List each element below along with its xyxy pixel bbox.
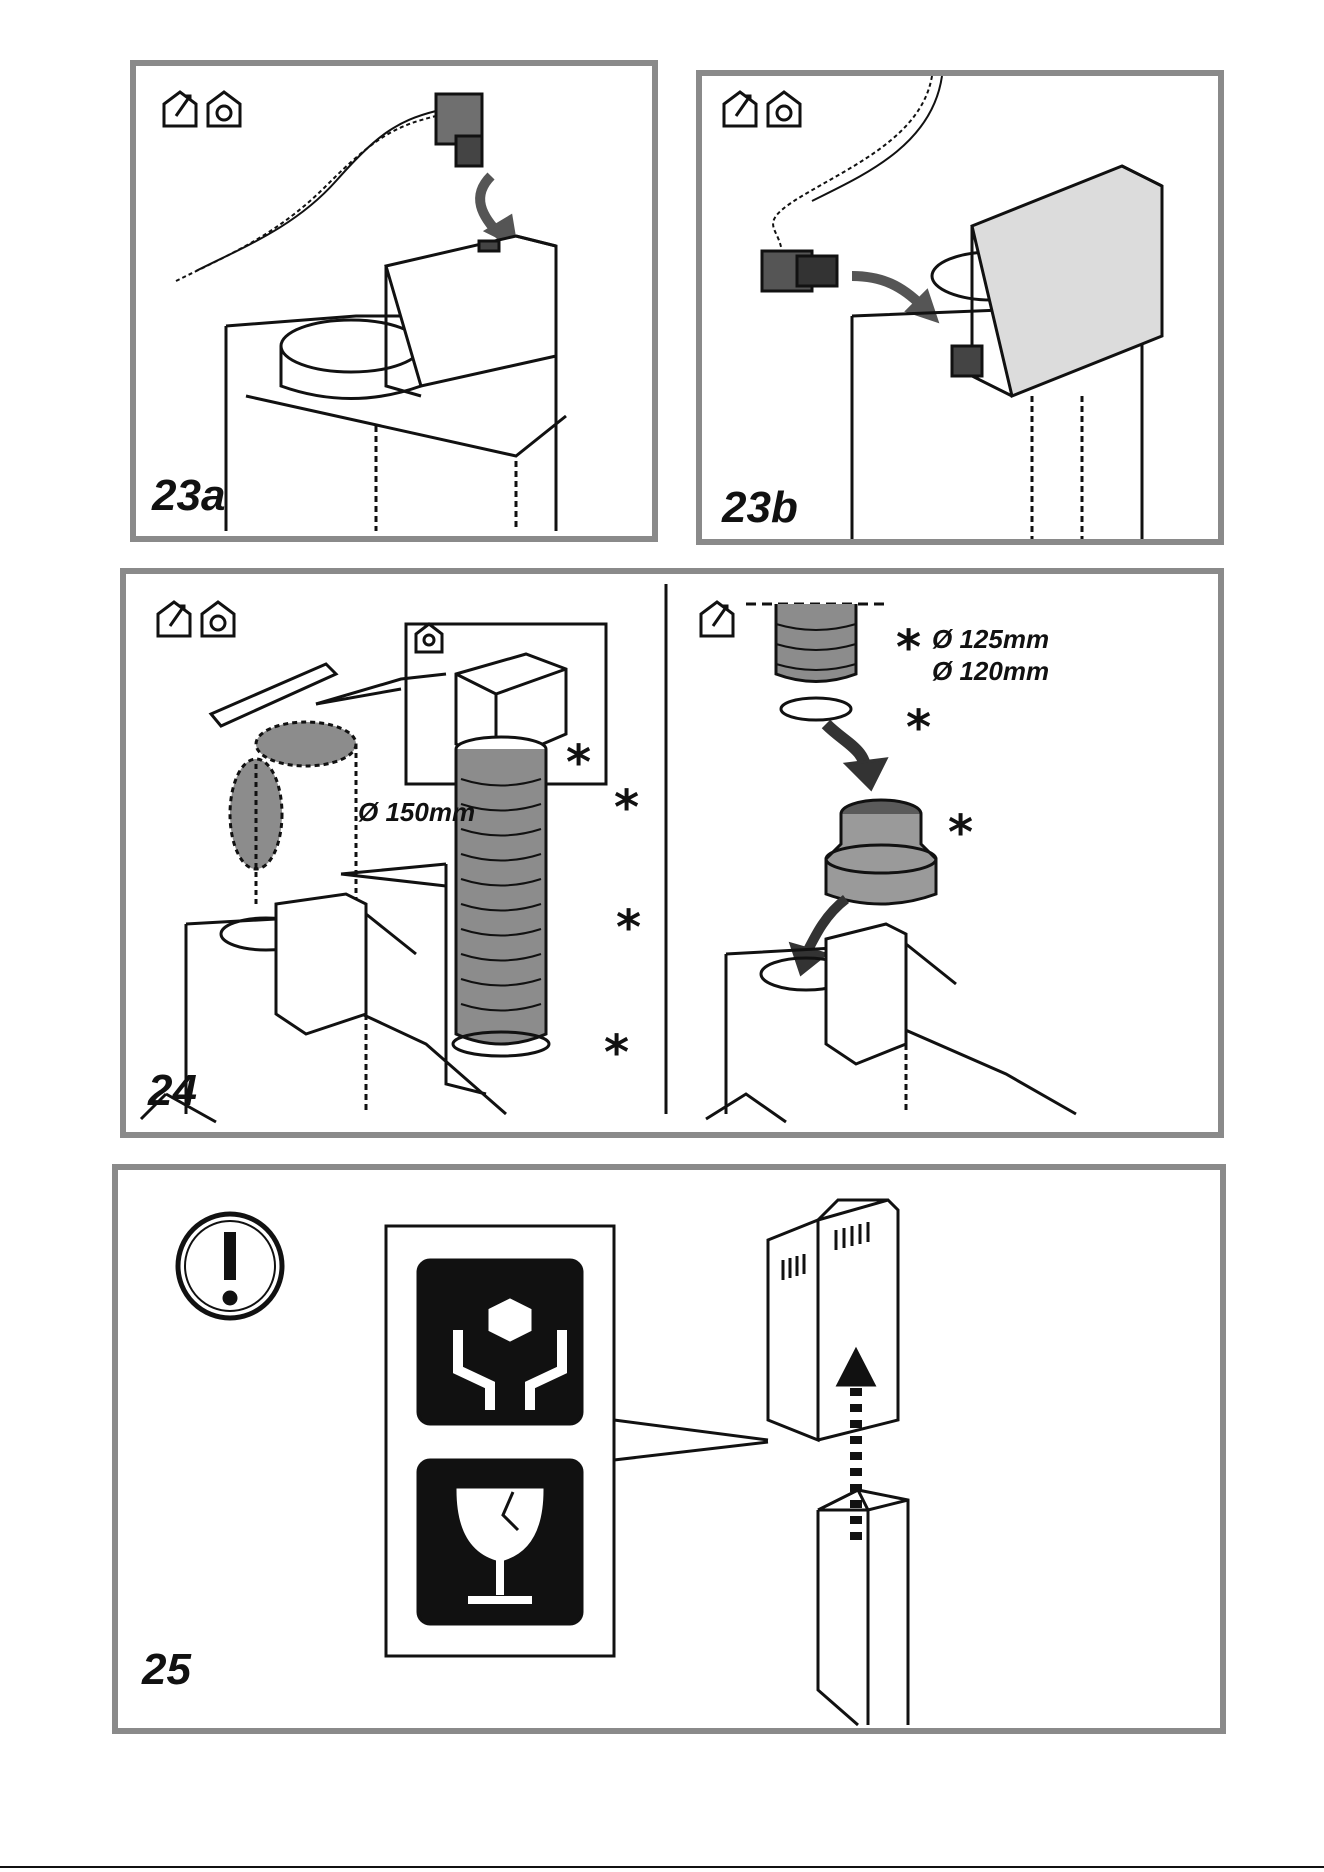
figure-24-panel: Ø 150mm Ø 125mm Ø 120mm * * * * * * * 24 [120,568,1224,1138]
figure-23b-panel: 23b [696,70,1224,545]
ducted-mode-icon [164,92,196,126]
optional-mark: * [616,904,641,952]
figure-label-23b: 23b [722,486,798,530]
recirculation-mode-icon [202,602,234,636]
figure-23a-panel: 23a [130,60,658,542]
figure-25-panel: 25 [112,1164,1226,1734]
ducted-mode-icon [724,92,756,126]
warning-icon [178,1214,282,1318]
figure-label-25: 25 [142,1648,191,1692]
recirculation-mode-icon [768,92,800,126]
optional-mark: * [906,704,931,752]
figure-24-drawing [126,574,1218,1132]
optional-mark: * [566,739,591,787]
fragile-glass-icon [418,1460,582,1624]
ducted-mode-icon [701,602,733,636]
figure-label-24: 24 [148,1069,197,1113]
optional-mark: * [896,624,921,672]
optional-mark: * [948,809,973,857]
fragile-handle-with-care-icon [418,1260,582,1424]
ducted-mode-icon [158,602,190,636]
figure-23a-drawing [136,66,652,536]
page-bottom-rule [0,1866,1324,1868]
figure-25-drawing [118,1170,1220,1728]
recirculation-mode-icon [416,624,442,652]
optional-mark: * [614,784,639,832]
figure-23b-drawing [702,76,1218,539]
figure-label-23a: 23a [152,474,225,518]
diameter-label-120: Ø 120mm [932,658,1049,684]
diameter-label-125: Ø 125mm [932,626,1049,652]
optional-mark: * [604,1029,629,1077]
recirculation-mode-icon [208,92,240,126]
diameter-label-150: Ø 150mm [358,799,475,825]
